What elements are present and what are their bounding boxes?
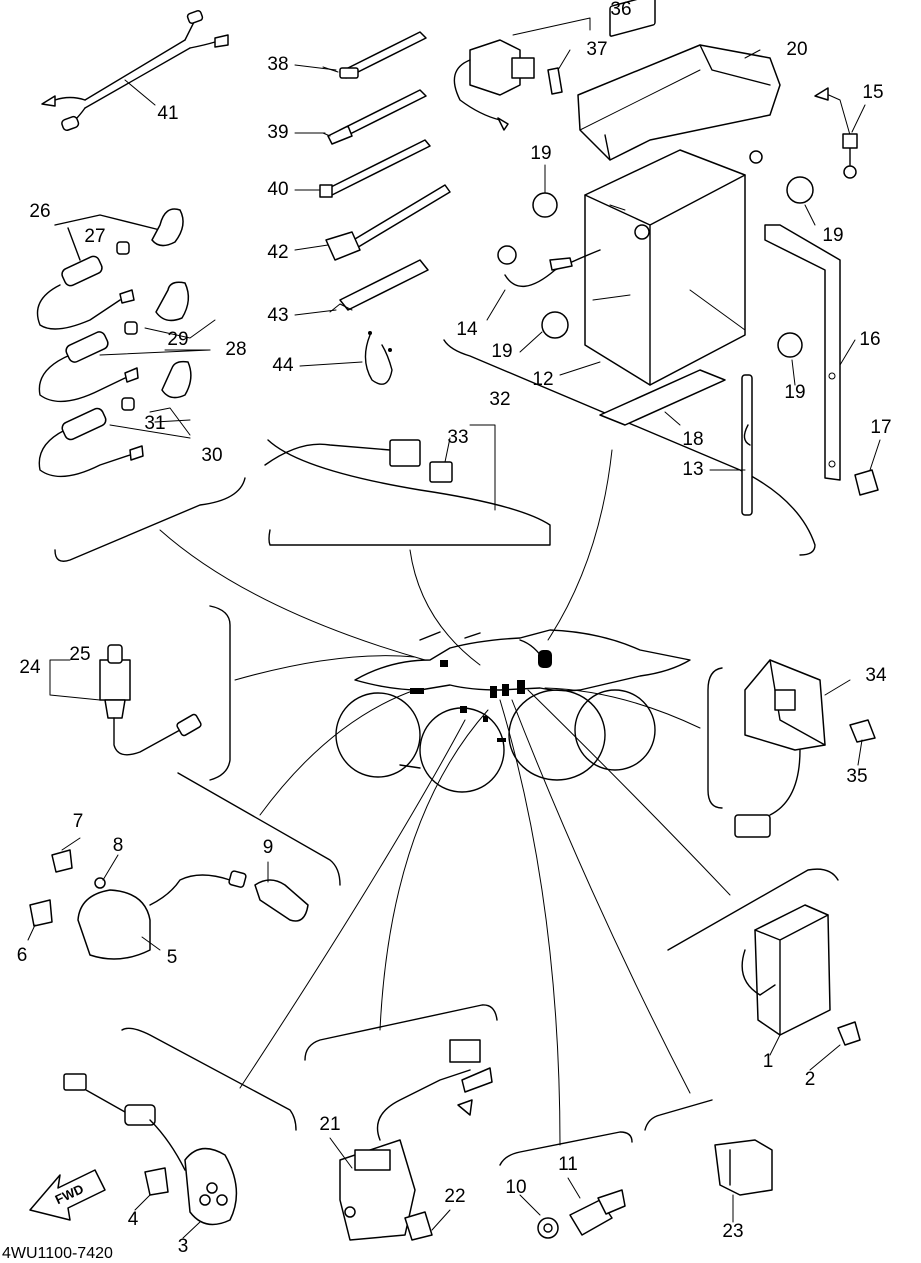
part-label-5: 5 [167,947,178,968]
part-label-13: 13 [682,459,703,480]
part-label-21: 21 [319,1114,340,1135]
part-label-8: 8 [113,835,124,856]
wire-lead-41 [41,10,229,131]
part-label-41: 41 [157,103,178,124]
label-leaders [27,49,881,1239]
group-brackets [54,339,839,1166]
neutral-switch [537,1189,626,1239]
part-label-36: 36 [610,0,631,20]
part-label-16: 16 [859,329,880,350]
part-label-19b: 19 [822,225,843,246]
part-label-37: 37 [586,39,607,60]
part-label-6: 6 [17,945,28,966]
part-label-19c: 19 [491,341,512,362]
part-label-1: 1 [763,1051,774,1072]
part-label-27: 27 [84,226,105,247]
part-label-2: 2 [805,1069,816,1090]
part-label-9: 9 [263,837,274,858]
forward-arrow: FWD [29,1169,106,1221]
part-label-33: 33 [447,427,468,448]
part-label-19d: 19 [784,382,805,403]
part-label-17: 17 [870,417,891,438]
part-label-12: 12 [532,369,553,390]
part-label-39: 39 [267,122,288,143]
part-label-30: 30 [201,445,222,466]
cable-ties [319,31,451,385]
part-label-44: 44 [272,355,294,376]
part-label-10: 10 [505,1177,526,1198]
part-label-18: 18 [682,429,703,450]
part-label-20: 20 [786,39,807,60]
part-label-15: 15 [862,82,883,103]
part-label-40: 40 [267,179,288,200]
pickup-coil [63,1073,238,1226]
rectifier-regulator [339,1039,493,1241]
spark-plug-leads [36,208,216,478]
part-label-29: 29 [167,329,188,350]
part-labels: 1 2 3 4 5 6 7 8 9 10 11 12 13 14 15 16 1… [17,0,892,1257]
fuse-holder [714,1139,773,1196]
ignition-coil [29,849,309,960]
relay-assembly [264,424,496,511]
battery-assembly [453,0,879,516]
part-label-4: 4 [128,1209,139,1230]
part-label-23: 23 [722,1221,743,1242]
diagram-code: 4WU1100-7420 [2,1245,113,1262]
cdi-unit [741,904,861,1046]
vehicle-outline [335,629,691,793]
part-label-19a: 19 [530,143,551,164]
part-label-38: 38 [267,54,288,75]
part-label-31: 31 [144,413,165,434]
part-label-3: 3 [178,1236,189,1257]
leader-curves [159,449,731,1146]
part-label-28: 28 [225,339,246,360]
starter-relay [734,659,876,838]
part-label-42: 42 [267,242,288,263]
part-label-35: 35 [846,766,867,787]
part-label-14: 14 [456,319,478,340]
part-label-22: 22 [444,1186,465,1207]
main-switch [49,644,202,756]
part-label-43: 43 [267,305,288,326]
part-label-26: 26 [29,201,50,222]
part-label-7: 7 [73,811,84,832]
part-label-11: 11 [558,1154,578,1175]
part-label-32: 32 [489,389,510,410]
part-label-25: 25 [69,644,90,665]
part-label-24: 24 [19,657,41,678]
part-label-34: 34 [865,665,887,686]
